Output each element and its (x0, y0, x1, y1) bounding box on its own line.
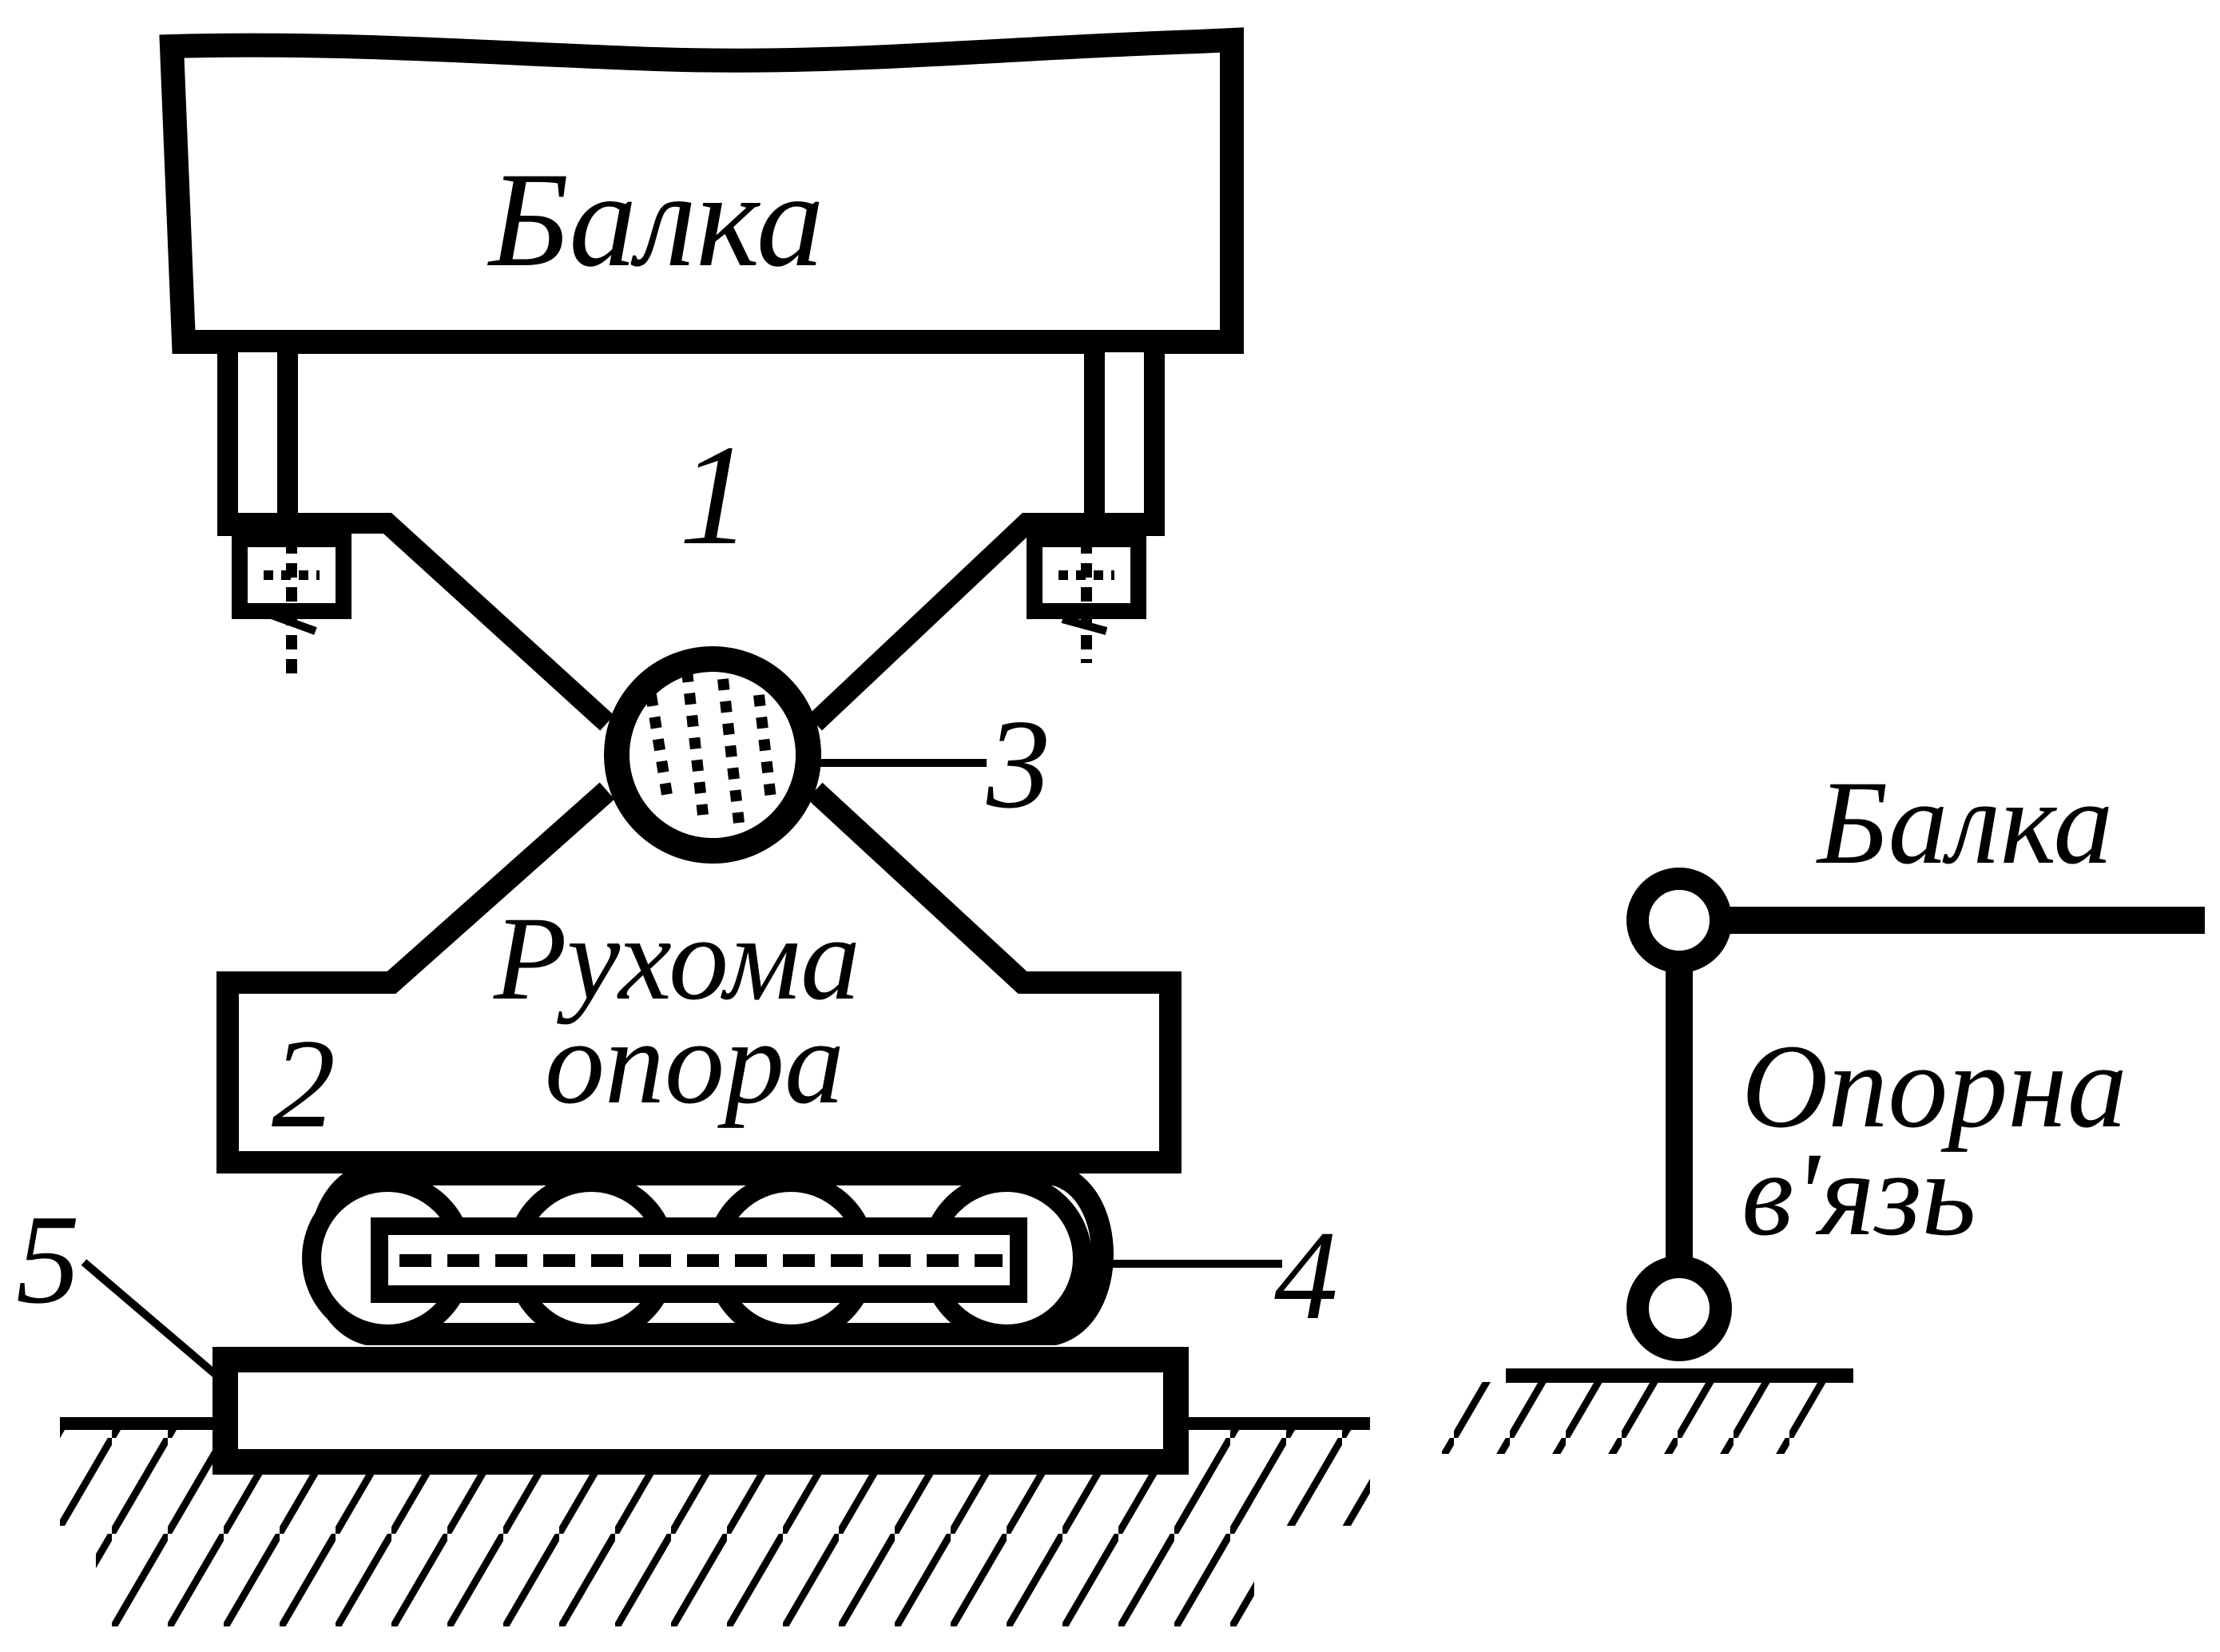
upper-hinge (1626, 868, 1732, 973)
number-3-label: 3 (986, 693, 1050, 835)
upper-balancer (228, 513, 1150, 731)
lower-hinge (1626, 1256, 1732, 1361)
support-link-label-line2: в'язь (1741, 1128, 1976, 1261)
base-plate (212, 1347, 1189, 1475)
support-link-label-line1: Опорна (1741, 1020, 2127, 1153)
hinge-pin (604, 646, 821, 864)
beam-body (159, 27, 1244, 354)
leader-5 (81, 1259, 223, 1381)
schematic-beam-label: Балка (1816, 757, 2113, 889)
lower-support-body (216, 782, 1181, 1173)
number-1-label: 1 (679, 415, 751, 574)
number-4-label: 4 (1274, 1204, 1338, 1346)
right-bolt-assembly (1027, 332, 1165, 663)
roller-cage (302, 1163, 1114, 1345)
beam-label: Балка (487, 145, 824, 295)
movable-support-label-line2: опора (545, 996, 844, 1129)
number-5-label: 5 (16, 1188, 80, 1330)
schematic (1442, 868, 2205, 1454)
movable-support-label-line1: Рухома (493, 892, 860, 1025)
number-2-label: 2 (272, 1012, 336, 1154)
left-bolt-assembly (217, 332, 351, 675)
ground (60, 1417, 1370, 1626)
schematic-ground-hatch (1442, 1382, 1825, 1454)
